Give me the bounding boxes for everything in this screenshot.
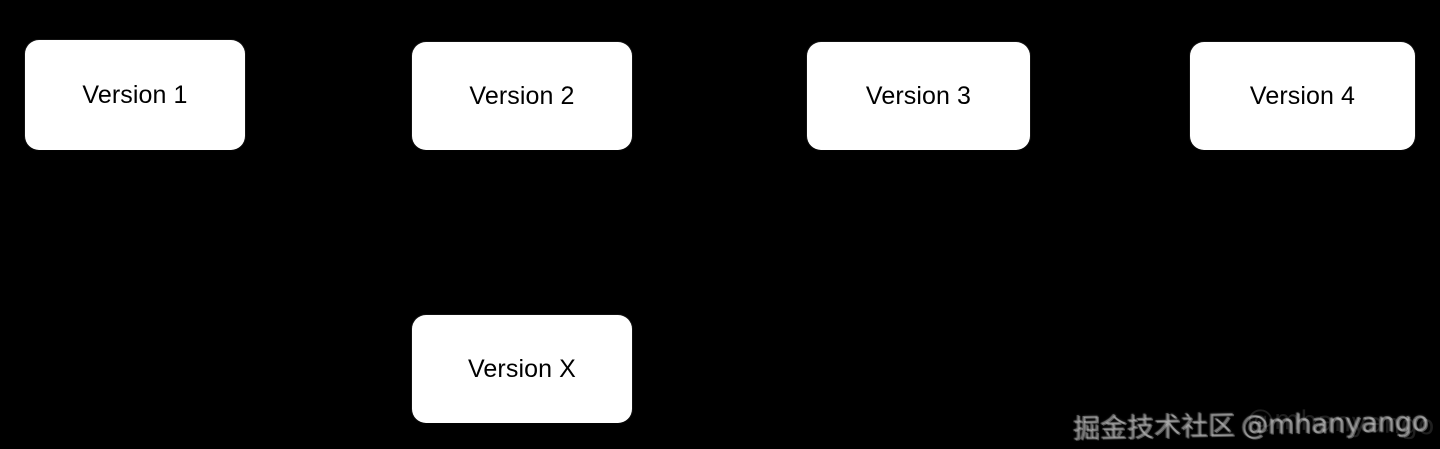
node-label: Version X: [468, 354, 576, 383]
node-version-3[interactable]: Version 3: [807, 42, 1030, 150]
node-label: Version 3: [865, 81, 972, 110]
watermark-site: 掘金技术社区: [1072, 410, 1235, 446]
node-version-x[interactable]: Version X: [412, 315, 632, 423]
node-version-1[interactable]: Version 1: [25, 40, 245, 150]
node-label: Version 1: [82, 80, 188, 109]
node-version-2[interactable]: Version 2: [412, 42, 632, 150]
node-label: Version 2: [469, 81, 575, 110]
watermark-ghost: @mhanyango: [1246, 403, 1434, 442]
node-label: Version 4: [1249, 81, 1356, 110]
node-version-4[interactable]: Version 4: [1190, 42, 1415, 150]
